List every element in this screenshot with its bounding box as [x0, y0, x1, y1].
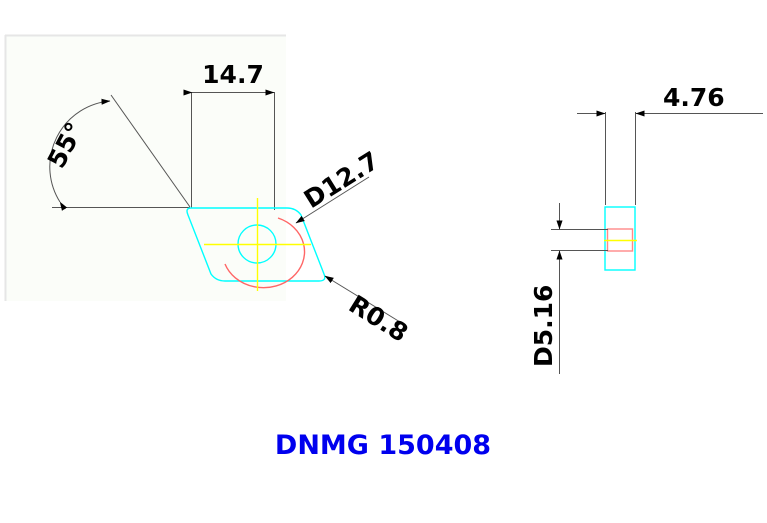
chipbreaker-arc [224, 217, 306, 289]
side-view-outline [604, 206, 636, 271]
dimension-4-76-group: 4.76 [577, 83, 763, 205]
drawing-title: DNMG 150408 [275, 430, 491, 461]
dimension-label-4-76: 4.76 [663, 83, 725, 112]
dimension-14-7-group: 14.7 [183, 60, 275, 210]
insert-outline-rhombus [186, 207, 326, 282]
angle-arc-55 [49, 98, 111, 211]
dimension-label-d5-16: D5.16 [529, 285, 558, 367]
drawing-panel-fill [5, 35, 286, 301]
dimension-label-14-7: 14.7 [202, 60, 264, 89]
side-view-group: 4.76 D5.16 [529, 83, 763, 374]
leader-line-d12-7 [295, 176, 370, 224]
dimension-d5-16-group: D5.16 [529, 203, 608, 374]
leader-line-r0-8 [324, 275, 401, 323]
angle-slant-line [110, 94, 191, 208]
